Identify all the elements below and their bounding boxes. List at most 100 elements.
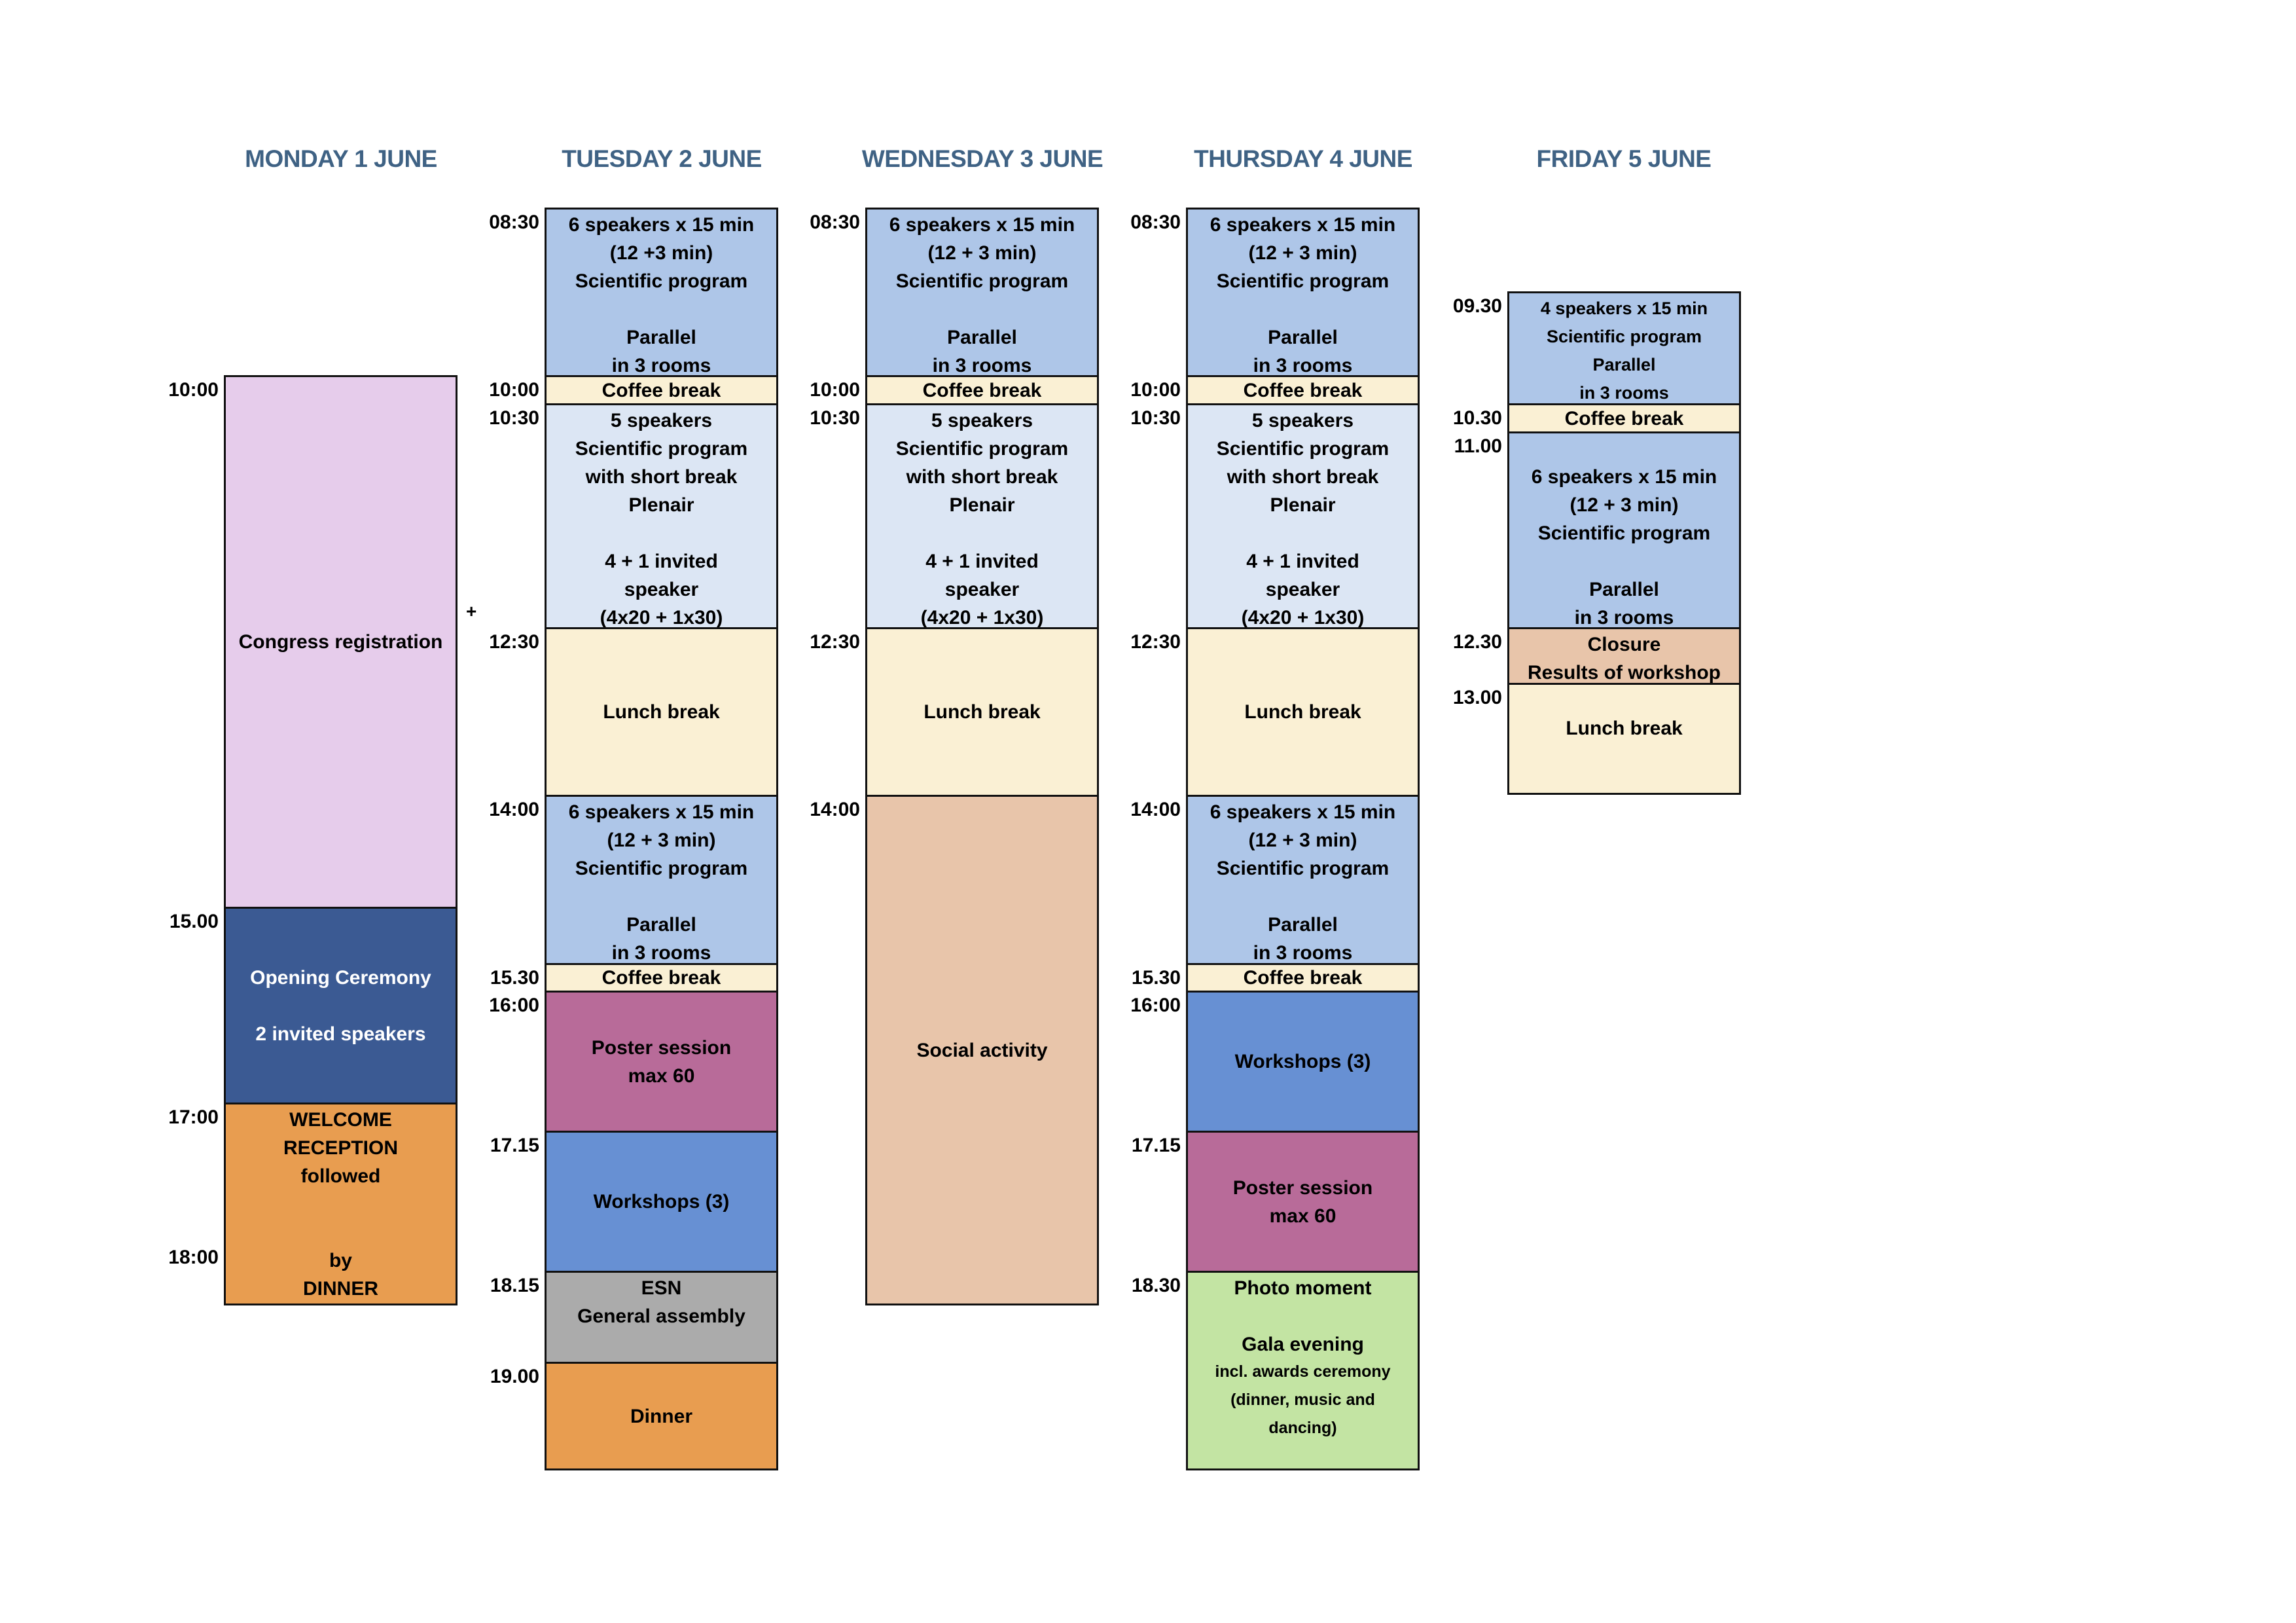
monday-opening-line: 2 invited speakers (255, 1023, 426, 1045)
friday-time-label: 09.30 (1452, 295, 1502, 317)
thursday-sci2-line: Scientific program (1216, 858, 1390, 879)
friday-sci2-line: in 3 rooms (1574, 607, 1674, 629)
friday-closure-line: Closure (1587, 634, 1661, 655)
tuesday-assembly-line: ESN (641, 1277, 682, 1299)
tuesday-sci1-line: in 3 rooms (611, 355, 711, 376)
monday-opening-block: Opening Ceremony 2 invited speakers (224, 907, 457, 1104)
wednesday-sci1-line: Scientific program (895, 270, 1069, 292)
thursday-sci2-line: Parallel (1268, 914, 1338, 936)
thursday-time-label: 18.30 (1131, 1275, 1181, 1296)
wednesday-lunch-line: Lunch break (924, 701, 1041, 723)
wednesday-sci1-block: 6 speakers x 15 min (12 + 3 min) Scientifi… (865, 208, 1099, 377)
friday-time-label: 13.00 (1452, 687, 1502, 708)
day-header-friday: FRIDAY 5 JUNE (1536, 145, 1712, 172)
wednesday-plenary-line: 4 + 1 invited (925, 551, 1039, 572)
thursday-sci1-line: (12 + 3 min) (1248, 242, 1357, 264)
thursday-workshops-block: Workshops (3) (1186, 991, 1420, 1133)
thursday-gala-small-line: incl. awards ceremony (1215, 1362, 1391, 1381)
thursday-poster-block: Poster session max 60 (1186, 1131, 1420, 1273)
day-header-tuesday: TUESDAY 2 JUNE (562, 145, 762, 172)
tuesday-plenary-line: (4x20 + 1x30) (600, 607, 723, 629)
monday-reception-line: followed (300, 1165, 381, 1187)
tuesday-time-label: 14:00 (489, 799, 539, 820)
monday-reception-line: RECEPTION (283, 1137, 399, 1159)
monday-registration-line: Congress registration (238, 631, 443, 653)
tuesday-plenary-line: 4 + 1 invited (605, 551, 718, 572)
thursday-time-label: 10:30 (1130, 407, 1181, 429)
thursday-poster-line: Poster session (1232, 1176, 1373, 1199)
friday-sci2-line: 6 speakers x 15 min (1531, 466, 1717, 488)
tuesday-time-label: 10:00 (489, 379, 539, 401)
thursday-poster-line: max 60 (1269, 1205, 1336, 1227)
tuesday-sci2-line: (12 + 3 min) (607, 830, 716, 851)
day-header-monday: MONDAY 1 JUNE (245, 145, 437, 172)
wednesday-time-label: 10:30 (810, 407, 860, 429)
monday-time-label: 17:00 (168, 1106, 219, 1128)
wednesday-sci1-line: 6 speakers x 15 min (889, 214, 1075, 236)
thursday-gala-small-line: (dinner, music and (1230, 1391, 1375, 1409)
thursday-sci2-line: (12 + 3 min) (1248, 830, 1357, 851)
wednesday-plenary-line: (4x20 + 1x30) (920, 607, 1044, 629)
tuesday-workshops-line: Workshops (3) (593, 1191, 730, 1213)
thursday-lunch-block: Lunch break (1186, 627, 1420, 797)
thursday-time-label: 08:30 (1130, 211, 1181, 233)
thursday-plenary-line: (4x20 + 1x30) (1241, 607, 1365, 629)
tuesday-dinner-line: Dinner (630, 1405, 692, 1427)
tuesday-sci1-line: Parallel (626, 327, 696, 348)
thursday-plenary-line: 4 + 1 invited (1246, 551, 1359, 572)
tuesday-poster-block: Poster session max 60 (545, 991, 778, 1133)
tuesday-plenary-line: with short break (585, 466, 738, 488)
thursday-sci1-line: 6 speakers x 15 min (1210, 214, 1396, 236)
thursday-time-label: 17.15 (1131, 1135, 1181, 1156)
tuesday-time-label: 16:00 (489, 994, 539, 1016)
thursday-sci1-line: Scientific program (1216, 270, 1390, 292)
friday-sci1-line: Scientific program (1546, 327, 1702, 346)
tuesday-time-label: 17.15 (490, 1135, 539, 1156)
wednesday-time-label: 08:30 (810, 211, 860, 233)
registration-plus-sign: + (466, 601, 477, 621)
tuesday-sci1-line: (12 +3 min) (609, 242, 713, 264)
tuesday-poster-line: max 60 (628, 1065, 695, 1087)
friday-sci1-line: Parallel (1592, 355, 1656, 374)
monday-reception-line: by (329, 1250, 352, 1271)
tuesday-time-label: 15.30 (490, 967, 539, 989)
friday-lunch-line: Lunch break (1566, 718, 1683, 739)
tuesday-time-label: 18.15 (490, 1275, 539, 1296)
day-header-wednesday: WEDNESDAY 3 JUNE (861, 145, 1103, 172)
wednesday-sci1-line: (12 + 3 min) (927, 242, 1037, 264)
tuesday-lunch-block: Lunch break (545, 627, 778, 797)
thursday-plenary-line: Plenair (1270, 494, 1336, 516)
friday-time-label: 10.30 (1452, 407, 1502, 429)
tuesday-sci1-line: Scientific program (575, 270, 748, 292)
tuesday-sci2-block: 6 speakers x 15 min(12 + 3 min)Scientifi… (545, 795, 778, 965)
friday-sci1-line: 4 speakers x 15 min (1540, 299, 1708, 318)
wednesday-social-block: Social activity (865, 795, 1099, 1305)
monday-opening-line: Opening Ceremony (250, 966, 431, 989)
friday-time-label: 12.30 (1452, 631, 1502, 653)
tuesday-coffee1-line: Coffee break (601, 379, 721, 401)
wednesday-plenary-line: Scientific program (895, 438, 1069, 460)
thursday-gala-small-line: dancing) (1268, 1419, 1337, 1437)
wednesday-time-label: 10:00 (810, 379, 860, 401)
thursday-plenary-line: 5 speakers (1251, 410, 1354, 431)
thursday-sci2-line: 6 speakers x 15 min (1210, 801, 1396, 823)
wednesday-time-label: 14:00 (810, 799, 860, 820)
wednesday-plenary-line: Plenair (949, 494, 1015, 516)
tuesday-coffee2-block: Coffee break (545, 963, 778, 993)
tuesday-poster-line: Poster session (591, 1036, 732, 1059)
monday-time-label: 15.00 (169, 911, 219, 932)
wednesday-sci1-line: in 3 rooms (932, 355, 1032, 376)
thursday-sci1-line: in 3 rooms (1253, 355, 1353, 376)
wednesday-plenary-line: 5 speakers (931, 410, 1033, 431)
tuesday-lunch-line: Lunch break (603, 701, 720, 723)
thursday-time-label: 14:00 (1130, 799, 1181, 820)
tuesday-sci1-line: 6 speakers x 15 min (568, 214, 755, 236)
tuesday-time-label: 12:30 (489, 631, 539, 653)
tuesday-sci2-line: 6 speakers x 15 min (568, 801, 755, 823)
